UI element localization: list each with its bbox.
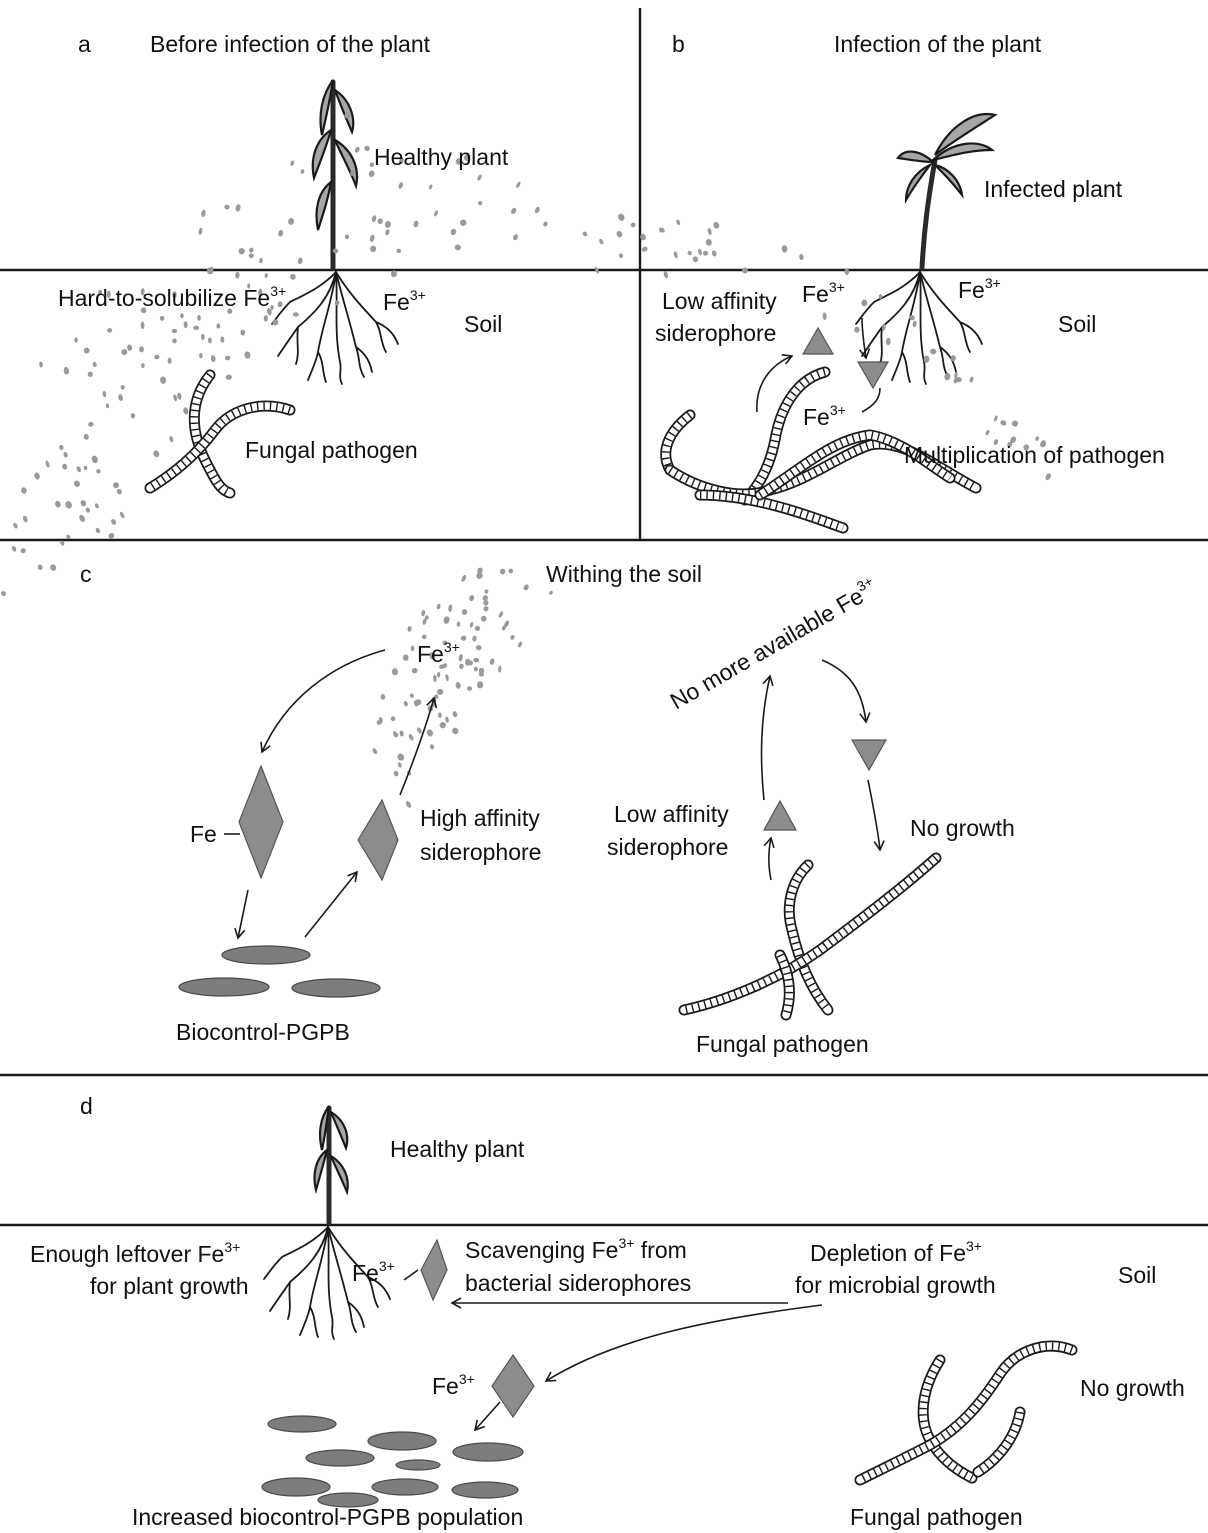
panel-b-siderophore-label-2: siderophore	[655, 320, 776, 346]
high-affinity-siderophore-icon	[358, 800, 398, 880]
panel-d-depletion-label-1: Depletion of Fe3+	[810, 1238, 982, 1266]
panel-b-pathogen-label: Multiplication of pathogen	[904, 442, 1165, 468]
panel-c-letter: c	[80, 561, 92, 587]
panel-a: a Before infection of the plant Healthy …	[0, 31, 640, 617]
panel-d-bact-iron-label: Fe3+	[432, 1371, 475, 1399]
panel-d-pathogen-label: Fungal pathogen	[850, 1504, 1023, 1530]
panel-d-scavenged-siderophore-icon	[421, 1240, 447, 1300]
panel-a-pathogen-label: Fungal pathogen	[245, 437, 418, 463]
panel-c-siderophore-up-arrow	[762, 676, 770, 800]
panel-b: b Infection of the plant Infected plant …	[582, 31, 1208, 528]
panel-d-scavenge-label-1: Scavenging Fe3+ from	[465, 1235, 687, 1263]
panel-a-root-iron-label: Fe3+	[383, 287, 426, 315]
panel-c-no-fe-label: No more available Fe3+	[665, 573, 882, 715]
panel-a-title: Before infection of the plant	[150, 31, 431, 57]
panel-a-iron-pool-label: Hard-to-solubilize Fe3+	[58, 283, 286, 311]
panel-b-letter: b	[672, 31, 685, 57]
panel-d-root-iron-leader	[404, 1270, 418, 1280]
panel-c-low-sid-label-2: siderophore	[607, 834, 728, 860]
panel-d-soil-label: Soil	[1118, 1262, 1156, 1288]
panel-c-release-arrow	[400, 698, 434, 795]
panel-b-iron-pool-label: Fe3+	[802, 279, 845, 307]
panel-c-no-uptake-arrow	[868, 780, 880, 850]
panel-b-siderophore-label-1: Low affinity	[662, 288, 777, 314]
panel-d-plant-label: Healthy plant	[390, 1136, 525, 1162]
panel-c-no-growth-label: No growth	[910, 815, 1015, 841]
panel-c-bacteria-label: Biocontrol-PGPB	[176, 1019, 350, 1045]
panel-d-uptake-arrow	[475, 1402, 500, 1430]
infected-plant-icon	[898, 114, 995, 268]
panel-c-iron-pool	[372, 567, 554, 809]
panel-c-iron-bound-siderophore-icon	[852, 740, 886, 770]
panel-c-fungal-hyphae	[684, 858, 936, 1015]
panel-c-capture-arrow	[262, 650, 385, 752]
panel-c: c Withing the soil Fe3+ Fe High affinity…	[80, 561, 1015, 1057]
panel-c-high-sid-label-1: High affinity	[420, 805, 540, 831]
panel-c-siderophore-down-arrow	[822, 660, 866, 722]
panel-b-title: Infection of the plant	[834, 31, 1042, 57]
panel-d-bacteria-label: Increased biocontrol-PGPB population	[132, 1504, 523, 1530]
panel-d-bacteria-population-icon	[262, 1416, 523, 1507]
panel-c-secrete-arrow	[769, 838, 771, 880]
fe-siderophore-complex-icon	[239, 766, 283, 878]
panel-b-plant-label: Infected plant	[984, 176, 1123, 202]
panel-d-letter: d	[80, 1093, 93, 1119]
panel-c-low-affinity-siderophore-icon	[764, 801, 796, 830]
panel-a-fungal-hyphae	[150, 375, 290, 493]
panel-c-fe-label: Fe	[190, 821, 217, 847]
iron-bound-siderophore-icon	[858, 362, 888, 388]
panel-b-bound-iron-label: Fe3+	[803, 402, 846, 430]
panel-c-high-sid-label-2: siderophore	[420, 839, 541, 865]
panel-d-no-growth-label: No growth	[1080, 1375, 1185, 1401]
panel-c-delivery-arrow	[238, 890, 248, 938]
panel-d-scavenge-label-2: bacterial siderophores	[465, 1270, 691, 1296]
low-affinity-siderophore-icon	[803, 328, 833, 354]
panel-c-pathogen-label: Fungal pathogen	[696, 1031, 869, 1057]
panel-a-iron-pool	[0, 112, 548, 618]
panel-d-fe-siderophore-icon	[492, 1355, 534, 1417]
panel-d-depletion-arrow	[546, 1305, 822, 1381]
panel-borders	[0, 8, 1208, 1075]
panel-c-low-sid-label-1: Low affinity	[614, 801, 729, 827]
panel-d-root-iron-label: Fe3+	[352, 1258, 395, 1286]
panel-b-soil-label: Soil	[1058, 311, 1096, 337]
panel-d-fungal-hyphae	[860, 1346, 1072, 1480]
panel-c-title: Withing the soil	[546, 561, 702, 587]
panel-b-return-arrow	[862, 388, 880, 412]
panel-b-root-iron-label: Fe3+	[958, 275, 1001, 303]
panel-c-iron-pool-label: Fe3+	[417, 639, 460, 667]
panel-d-leftover-label-1: Enough leftover Fe3+	[30, 1239, 240, 1267]
panel-a-plant-label: Healthy plant	[374, 144, 509, 170]
panel-d-depletion-label-2: for microbial growth	[795, 1272, 996, 1298]
panel-a-letter: a	[78, 31, 91, 57]
panel-a-soil-label: Soil	[464, 311, 502, 337]
panel-d-healthy-plant-icon	[314, 1106, 347, 1223]
panel-d-leftover-label-2: for plant growth	[90, 1273, 249, 1299]
biocontrol-bacteria-icon	[179, 946, 380, 997]
panel-c-secretion-arrow	[305, 872, 357, 937]
panel-a-roots	[272, 272, 398, 384]
panel-d: d Healthy plant Enough leftover Fe3+ for…	[0, 1093, 1208, 1530]
